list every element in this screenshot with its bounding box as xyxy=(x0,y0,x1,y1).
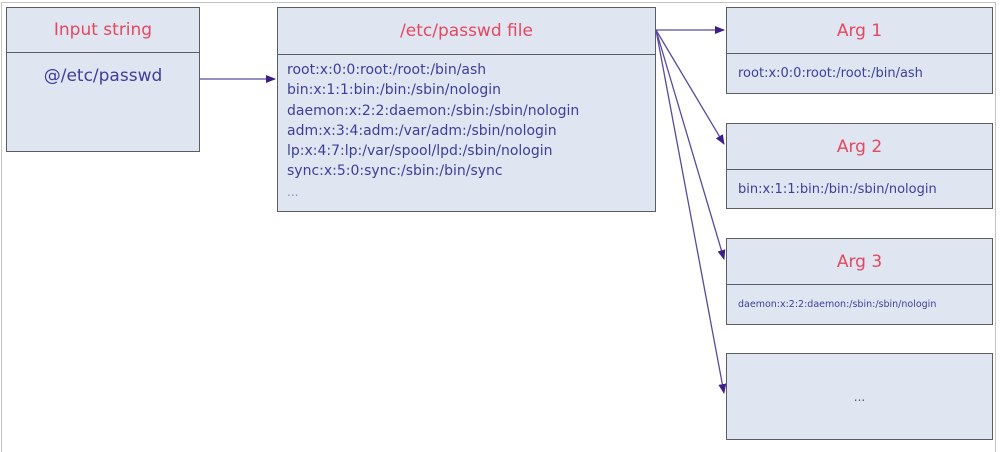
arg-3-value: daemon:x:2:2:daemon:/sbin:/sbin/nologin xyxy=(738,299,937,310)
arg-2-box: Arg 2 bin:x:1:1:bin:/bin:/sbin/nologin xyxy=(726,123,993,209)
passwd-line: sync:x:5:0:sync:/sbin:/bin/sync xyxy=(287,163,503,180)
arg-3-box: Arg 3 daemon:x:2:2:daemon:/sbin:/sbin/no… xyxy=(726,238,993,325)
arrow-file-to-arg-3 xyxy=(655,29,726,260)
passwd-line: root:x:0:0:root:/root:/bin/ash xyxy=(287,62,487,78)
arg-1-value: root:x:0:0:root:/root:/bin/ash xyxy=(738,66,923,81)
arg-3-title: Arg 3 xyxy=(727,239,992,285)
passwd-line: bin:x:1:1:bin:/bin:/sbin/nologin xyxy=(287,82,501,99)
passwd-file-title: /etc/passwd file xyxy=(278,8,655,55)
arg-1-box: Arg 1 root:x:0:0:root:/root:/bin/ash xyxy=(726,7,993,94)
arg-1-title: Arg 1 xyxy=(727,8,992,54)
passwd-file-box: /etc/passwd file root:x:0:0:root:/root:/… xyxy=(277,7,656,212)
input-string-box: Input string @/etc/passwd xyxy=(6,7,200,152)
passwd-line: adm:x:3:4:adm:/var/adm:/sbin/nologin xyxy=(287,122,557,139)
arg-2-title: Arg 2 xyxy=(727,124,992,170)
arrow-file-to-arg-2 xyxy=(655,29,725,145)
passwd-more-ellipsis: ... xyxy=(287,184,299,199)
passwd-line: lp:x:4:7:lp:/var/spool/lpd:/sbin/nologin xyxy=(287,143,553,160)
input-string-title: Input string xyxy=(7,8,199,53)
arrow-file-to-arg-more xyxy=(655,29,727,394)
input-string-value: @/etc/passwd xyxy=(43,66,163,86)
arg-2-value: bin:x:1:1:bin:/bin:/sbin/nologin xyxy=(738,181,937,197)
passwd-line: daemon:x:2:2:daemon:/sbin:/sbin/nologin xyxy=(287,102,580,119)
arg-more-ellipsis: ... xyxy=(853,389,866,404)
arg-more-box: ... xyxy=(726,353,993,440)
passwd-file-lines: root:x:0:0:root:/root:/bin/ash bin:x:1:1… xyxy=(278,55,655,211)
